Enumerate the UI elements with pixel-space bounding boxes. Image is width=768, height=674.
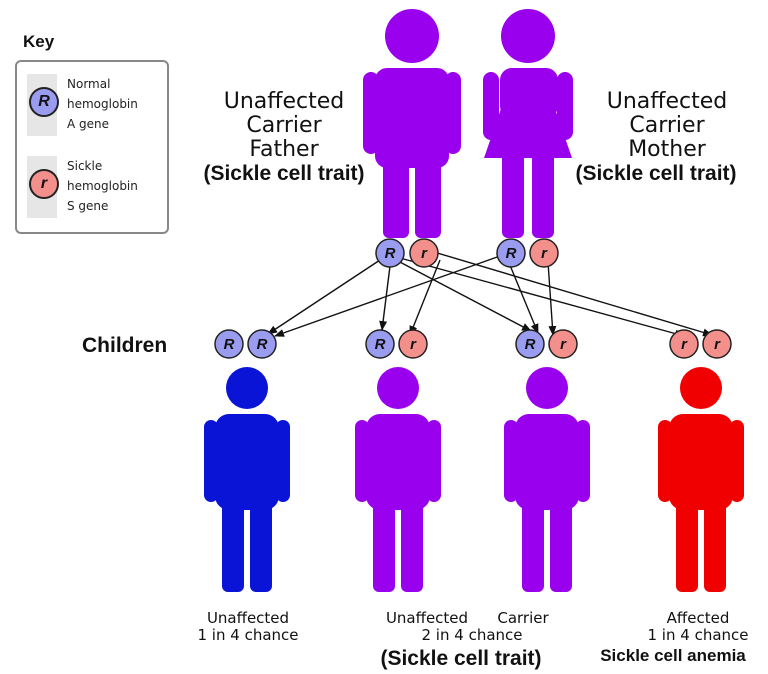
child2-caption-line2: 2 in 4 chance bbox=[421, 626, 523, 644]
mother-label-line1: Unaffected bbox=[606, 89, 728, 114]
child4-caption-line2: 1 in 4 chance bbox=[647, 626, 749, 644]
child2-allele-2-letter: r bbox=[410, 336, 417, 353]
mother-allele-2-letter: r bbox=[541, 245, 548, 262]
father-allele-2-letter: r bbox=[421, 245, 428, 262]
child3-allele-2-letter: r bbox=[560, 336, 567, 353]
child-figure-rr-carrier-2 bbox=[504, 367, 590, 592]
father-label-line2: Carrier bbox=[246, 113, 322, 138]
mother-allele-1-letter: R bbox=[506, 245, 517, 262]
sickle-allele-icon: r bbox=[29, 169, 59, 199]
mother-figure bbox=[483, 9, 573, 238]
child2-caption-line1: Unaffected bbox=[385, 609, 469, 627]
child-alleles bbox=[214, 329, 732, 359]
father-label-line3: Father bbox=[249, 137, 319, 162]
child4-allele-1-letter: r bbox=[681, 336, 688, 353]
inheritance-arrows bbox=[267, 251, 713, 338]
child1-caption: Unaffected 1 in 4 chance bbox=[186, 610, 310, 644]
key-title: Key bbox=[23, 32, 55, 51]
child3-caption: Carrier bbox=[497, 609, 549, 627]
father-trait-label: (Sickle cell trait) bbox=[203, 162, 365, 185]
key-sickle-line3: S gene bbox=[67, 199, 109, 213]
child4-allele-2-letter: r bbox=[714, 336, 721, 353]
key-normal-line1: Normal bbox=[67, 77, 111, 91]
key-item-sickle-text: Sickle hemoglobin S gene bbox=[67, 156, 138, 216]
child3-allele-1-letter: R bbox=[525, 336, 536, 353]
father-label: Unaffected Carrier Father bbox=[202, 90, 366, 162]
father-allele-1-letter: R bbox=[385, 245, 396, 262]
father-alleles bbox=[375, 238, 439, 268]
child4-caption-line1: Affected bbox=[666, 609, 730, 627]
mother-alleles bbox=[496, 238, 559, 268]
carrier-trait-label: (Sickle cell trait) bbox=[380, 647, 542, 670]
child2-allele-1-letter: R bbox=[375, 336, 386, 353]
mother-label-line3: Mother bbox=[628, 137, 706, 162]
child1-caption-line1: Unaffected bbox=[206, 609, 290, 627]
child-figure-rr-affected bbox=[658, 367, 744, 592]
father-figure bbox=[363, 9, 461, 238]
key-item-normal-text: Normal hemoglobin A gene bbox=[67, 74, 138, 134]
mother-trait-label: (Sickle cell trait) bbox=[575, 162, 737, 185]
key-sickle-line1: Sickle bbox=[67, 159, 103, 173]
mother-label-line2: Carrier bbox=[629, 113, 705, 138]
affected-condition-label: Sickle cell anemia bbox=[600, 646, 746, 665]
key-item-normal: R Normal hemoglobin A gene bbox=[27, 74, 163, 136]
key-sickle-line2: hemoglobin bbox=[67, 179, 138, 193]
normal-allele-icon: R bbox=[29, 87, 59, 117]
key-normal-line3: A gene bbox=[67, 117, 110, 131]
father-label-line1: Unaffected bbox=[223, 89, 345, 114]
mother-label: Unaffected Carrier Mother bbox=[585, 90, 749, 162]
key-item-sickle: r Sickle hemoglobin S gene bbox=[27, 156, 163, 218]
child1-allele-2-letter: R bbox=[257, 336, 268, 353]
child1-allele-1-letter: R bbox=[224, 336, 235, 353]
children-label: Children bbox=[82, 334, 168, 357]
key-box: R Normal hemoglobin A gene r Sickle hemo… bbox=[15, 60, 169, 234]
child-figure-rr-normal bbox=[204, 367, 290, 592]
key-normal-line2: hemoglobin bbox=[67, 97, 138, 111]
child1-caption-line2: 1 in 4 chance bbox=[197, 626, 299, 644]
child4-caption: Affected 1 in 4 chance bbox=[636, 610, 760, 644]
child-figure-rr-carrier-1 bbox=[355, 367, 441, 592]
